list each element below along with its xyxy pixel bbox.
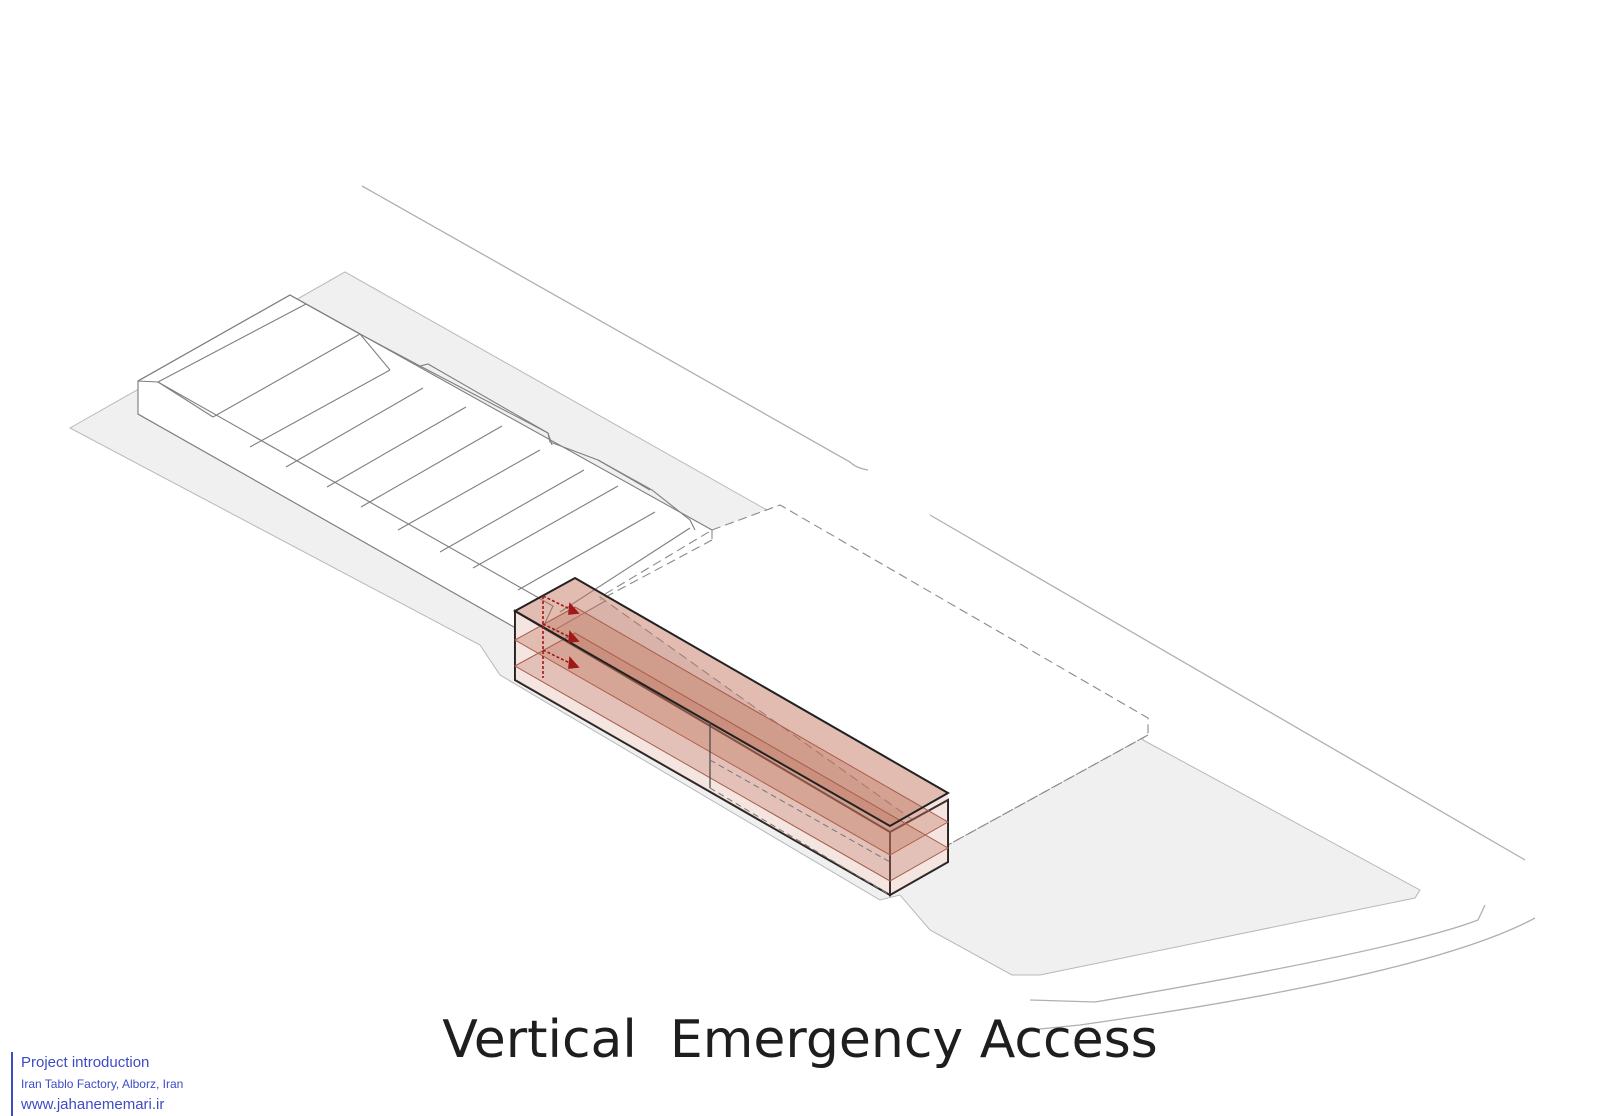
future-volume-top [598, 504, 1149, 846]
arrowhead-level-3 [568, 602, 580, 615]
factory-sawtooth-ridge [137, 294, 696, 531]
credit-website-link[interactable]: www.jahanememari.ir [21, 1096, 165, 1113]
arrowhead-level-1 [568, 656, 580, 669]
emergency-block [512, 576, 951, 897]
diagram-title: Vertical Emergency Access [442, 1010, 1158, 1070]
credit-project-location: Iran Tablo Factory, Alborz, Iran [21, 1077, 184, 1091]
road-edge-right [929, 514, 1526, 861]
emergency-arrows [542, 595, 580, 678]
factory-facade-lines [157, 303, 651, 491]
floor-slab-1 [513, 632, 950, 882]
credit-project-label: Project introduction [21, 1054, 150, 1071]
factory-roof-lines [157, 303, 691, 613]
existing-factory [137, 294, 713, 641]
credits-block: Project introduction Iran Tablo Factory,… [11, 1052, 183, 1116]
block-dashed-lower [709, 759, 891, 896]
floor-slab-2 [513, 606, 950, 856]
road-curve-outer [1029, 917, 1536, 1031]
block-top-outline [512, 576, 951, 828]
arrowhead-level-2 [568, 630, 580, 643]
road-edge-upper [361, 185, 869, 471]
block-upper-volume [515, 578, 948, 895]
road-curve-inner [1029, 904, 1486, 1003]
